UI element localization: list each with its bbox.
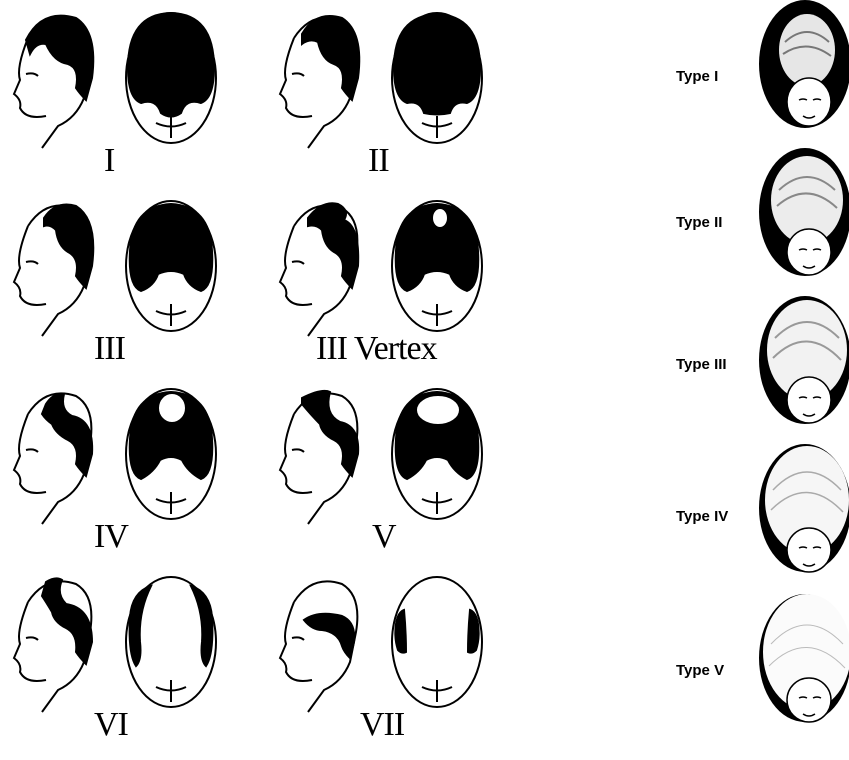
type-label: Type I [676, 68, 718, 85]
female-type-2: Type II [670, 150, 849, 290]
side-head [14, 205, 93, 337]
stage-label: III [94, 330, 125, 368]
stage-label: I [104, 142, 114, 180]
male-stage-4: IV [6, 384, 276, 572]
top-head [126, 201, 216, 331]
side-head [14, 16, 93, 148]
top-head [392, 201, 482, 331]
male-stage-1: I [6, 8, 276, 196]
female-type-4: Type IV [670, 446, 849, 586]
top-head [126, 389, 216, 519]
side-head [280, 16, 359, 148]
female-type-3: Type III [670, 298, 849, 438]
female-type-4-illustration [755, 446, 849, 576]
stage-label: II [368, 142, 389, 180]
type-label: Type III [676, 356, 727, 373]
top-head [392, 577, 482, 707]
female-type-1-illustration [755, 2, 849, 132]
male-stage-5: V [272, 384, 542, 572]
top-head [392, 389, 482, 519]
side-head [280, 581, 357, 712]
top-head [392, 13, 482, 143]
male-stage-1-illustration [6, 8, 246, 148]
male-stage-7: VII [272, 572, 542, 760]
stage-label: VI [94, 706, 128, 744]
male-stage-3-illustration [6, 196, 246, 336]
female-type-3-illustration [755, 298, 849, 428]
female-type-5: Type V [670, 596, 849, 736]
stage-label: III Vertex [316, 330, 437, 368]
type-label: Type II [676, 214, 722, 231]
top-head [126, 577, 216, 707]
male-stage-3-vertex-illustration [272, 196, 512, 336]
male-stage-6: VI [6, 572, 276, 760]
male-stage-3-vertex: III Vertex [272, 196, 542, 384]
male-stage-5-illustration [272, 384, 512, 524]
male-stage-3: III [6, 196, 276, 384]
stage-label: IV [94, 518, 128, 556]
male-stage-7-illustration [272, 572, 512, 712]
female-type-5-illustration [755, 596, 849, 726]
male-stage-2: II [272, 8, 542, 196]
type-label: Type IV [676, 508, 728, 525]
stage-label: V [372, 518, 396, 556]
male-stage-6-illustration [6, 572, 246, 712]
side-head [280, 203, 358, 336]
male-stage-4-illustration [6, 384, 246, 524]
side-head [280, 391, 358, 524]
stage-label: VII [360, 706, 404, 744]
side-head [14, 578, 92, 712]
side-head [14, 393, 92, 524]
male-stage-2-illustration [272, 8, 512, 148]
female-type-2-illustration [755, 150, 849, 280]
top-head [126, 13, 216, 143]
type-label: Type V [676, 662, 724, 679]
female-type-1: Type I [670, 2, 849, 142]
